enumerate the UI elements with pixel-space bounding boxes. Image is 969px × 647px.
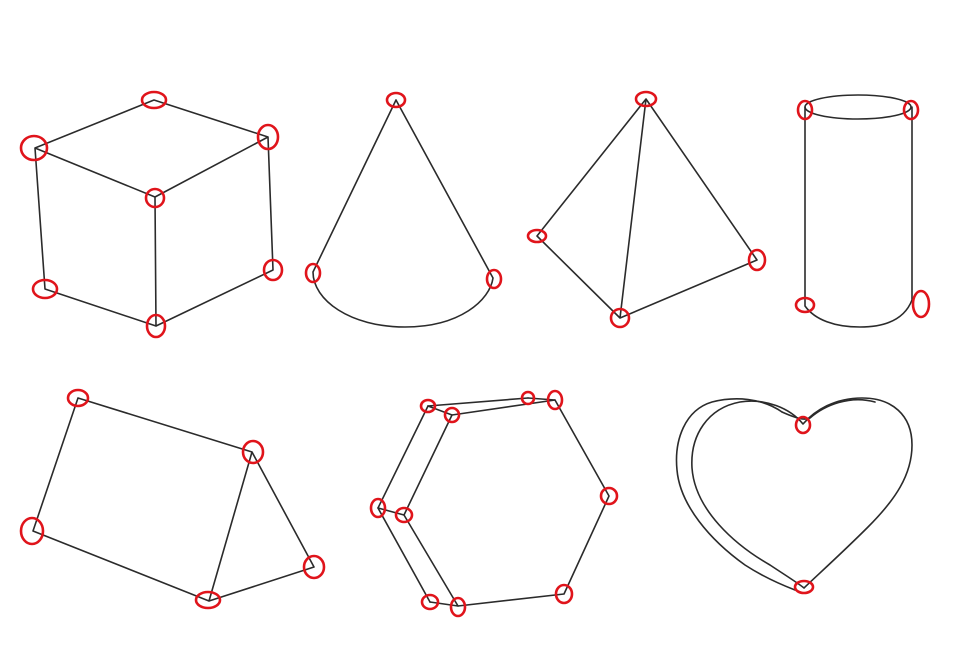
- vertex-marker: [793, 579, 815, 595]
- vertex-marker: [796, 99, 814, 121]
- vertex-marker: [599, 486, 619, 506]
- shape-cube: [19, 90, 284, 339]
- vertex-marker: [902, 99, 920, 121]
- vertex-marker: [911, 289, 931, 319]
- vertex-marker: [485, 268, 503, 290]
- hexagon-connectors: [377, 397, 556, 607]
- vertex-marker: [304, 262, 322, 284]
- vertex-marker: [385, 91, 407, 109]
- pyramid-edges: [536, 98, 758, 319]
- shape-cylinder: [794, 94, 931, 328]
- vertex-marker: [609, 307, 631, 329]
- vertex-marker: [443, 406, 461, 424]
- vertex-marker: [262, 258, 284, 282]
- vertex-marker: [19, 516, 45, 546]
- vertex-marker: [302, 554, 326, 580]
- vertex-marker: [256, 123, 280, 151]
- vertex-marker: [145, 313, 167, 339]
- hexagon-back: [377, 397, 529, 603]
- vertex-marker: [526, 228, 548, 244]
- heart-back: [675, 398, 796, 591]
- shape-cone: [304, 91, 503, 328]
- prism-edges: [32, 397, 315, 602]
- vertex-marker: [747, 248, 767, 272]
- vertex-marker: [66, 388, 90, 408]
- vertex-marker: [546, 389, 564, 411]
- cylinder-edges: [804, 106, 913, 328]
- vertex-marker: [31, 278, 59, 300]
- cone-edges: [312, 99, 494, 328]
- vertex-marker: [19, 134, 49, 162]
- vertex-marker: [554, 583, 574, 605]
- shape-heart-prism: [675, 397, 913, 595]
- vertex-marker: [369, 497, 387, 519]
- vertex-marker: [634, 90, 658, 108]
- shape-pyramid: [526, 90, 767, 329]
- vertex-marker: [144, 187, 166, 209]
- hexagon-front: [403, 399, 610, 607]
- vertex-marker: [194, 590, 222, 610]
- vertex-marker: [241, 439, 265, 465]
- vertex-marker: [520, 390, 536, 406]
- vertex-marker: [420, 593, 440, 611]
- vertex-marker: [394, 506, 414, 524]
- shape-hexagonal-prism: [369, 389, 619, 618]
- heart-front: [691, 397, 913, 589]
- vertex-marker: [794, 296, 816, 314]
- vertex-marker: [794, 415, 812, 435]
- cylinder-top: [804, 94, 912, 120]
- vertex-marker: [449, 596, 467, 618]
- vertex-marker: [140, 90, 168, 110]
- shape-triangular-prism: [19, 388, 326, 610]
- cube-edges: [34, 99, 274, 327]
- vertex-marker: [419, 398, 437, 414]
